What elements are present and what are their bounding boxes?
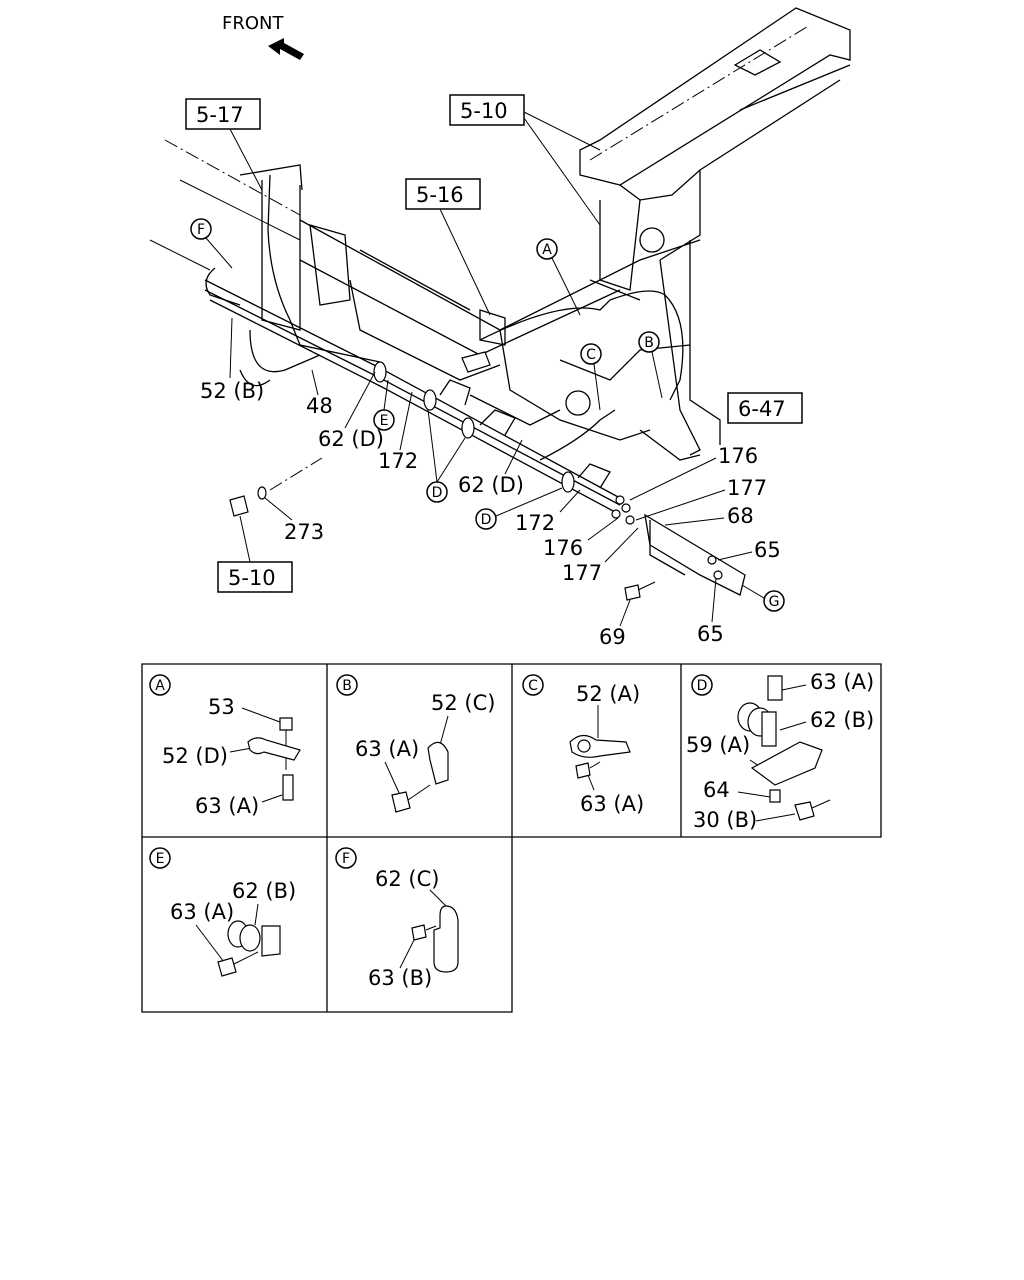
ref-box-5-10-top[interactable]: 5-10	[449, 94, 525, 126]
brake-pipes	[204, 174, 746, 601]
svg-text:63 (A): 63 (A)	[810, 670, 874, 694]
svg-text:D: D	[697, 678, 708, 694]
svg-text:B: B	[644, 335, 654, 351]
svg-text:B: B	[342, 678, 352, 694]
ref-box-5-10-bottom[interactable]: 5-10	[217, 561, 293, 593]
callout-c: C	[580, 343, 602, 411]
svg-text:A: A	[542, 242, 552, 258]
callout-f: F	[190, 218, 233, 269]
callout-b: B	[638, 331, 663, 399]
front-arrow-icon	[268, 38, 304, 60]
svg-text:C: C	[528, 678, 538, 694]
svg-text:63 (A): 63 (A)	[170, 900, 234, 924]
svg-text:177: 177	[727, 476, 767, 500]
svg-text:5-10: 5-10	[228, 566, 276, 590]
svg-text:64: 64	[703, 778, 730, 802]
svg-text:63 (A): 63 (A)	[355, 737, 419, 761]
svg-text:68: 68	[727, 504, 754, 528]
svg-text:273: 273	[284, 520, 324, 544]
svg-text:177: 177	[562, 561, 602, 585]
detail-panel-a: A 53 52 (D) 63 (A)	[149, 674, 301, 818]
svg-text:62 (C): 62 (C)	[375, 867, 439, 891]
svg-text:176: 176	[718, 444, 758, 468]
detail-panel-f: F 62 (C) 63 (B)	[335, 847, 459, 990]
detail-panel-d: D 63 (A) 62 (B) 59 (A) 64 30 (B)	[686, 670, 874, 832]
svg-text:63 (B): 63 (B)	[368, 966, 432, 990]
svg-text:172: 172	[378, 449, 418, 473]
svg-text:5-16: 5-16	[416, 183, 464, 207]
svg-text:6-47: 6-47	[738, 397, 786, 421]
callout-d-1: D	[426, 409, 466, 503]
svg-text:52 (D): 52 (D)	[162, 744, 228, 768]
svg-text:F: F	[342, 851, 350, 867]
svg-text:176: 176	[543, 536, 583, 560]
svg-text:48: 48	[306, 394, 333, 418]
svg-text:F: F	[197, 222, 205, 238]
svg-text:52 (C): 52 (C)	[431, 691, 495, 715]
svg-text:G: G	[769, 594, 780, 610]
main-part-labels: 52 (B) 48 62 (D) 172 62 (D) 172 273 176 …	[200, 317, 781, 649]
svg-text:D: D	[481, 512, 492, 528]
svg-text:E: E	[156, 851, 165, 867]
callout-g: G	[741, 584, 785, 612]
svg-text:62 (B): 62 (B)	[810, 708, 874, 732]
callout-a: A	[536, 238, 581, 316]
svg-text:65: 65	[697, 622, 724, 646]
svg-text:172: 172	[515, 511, 555, 535]
svg-text:5-10: 5-10	[460, 99, 508, 123]
svg-text:53: 53	[208, 695, 235, 719]
detail-panel-c: C 52 (A) 63 (A)	[522, 674, 644, 816]
svg-text:62 (D): 62 (D)	[458, 473, 524, 497]
svg-text:63 (A): 63 (A)	[580, 792, 644, 816]
svg-text:63 (A): 63 (A)	[195, 794, 259, 818]
front-label: FRONT	[222, 13, 284, 34]
svg-text:62 (D): 62 (D)	[318, 427, 384, 451]
chassis-frame	[149, 7, 851, 461]
svg-text:65: 65	[754, 538, 781, 562]
ref-box-5-16[interactable]: 5-16	[405, 178, 481, 210]
ref-box-5-17[interactable]: 5-17	[185, 98, 261, 130]
svg-text:E: E	[380, 413, 389, 429]
svg-text:A: A	[155, 678, 165, 694]
svg-text:30 (B): 30 (B)	[693, 808, 757, 832]
detail-grid	[141, 663, 882, 1013]
detail-panel-b: B 52 (C) 63 (A)	[336, 674, 495, 813]
callout-d-2: D	[475, 487, 563, 530]
svg-text:69: 69	[599, 625, 626, 649]
svg-text:52 (B): 52 (B)	[200, 379, 264, 403]
svg-text:5-17: 5-17	[196, 103, 244, 127]
svg-text:52 (A): 52 (A)	[576, 682, 640, 706]
ref-box-6-47[interactable]: 6-47	[727, 392, 803, 424]
svg-text:62 (B): 62 (B)	[232, 879, 296, 903]
svg-text:59 (A): 59 (A)	[686, 733, 750, 757]
detail-panel-e: E 62 (B) 63 (A)	[149, 847, 296, 977]
svg-text:C: C	[586, 347, 596, 363]
svg-text:D: D	[432, 485, 443, 501]
callout-e: E	[373, 379, 395, 431]
